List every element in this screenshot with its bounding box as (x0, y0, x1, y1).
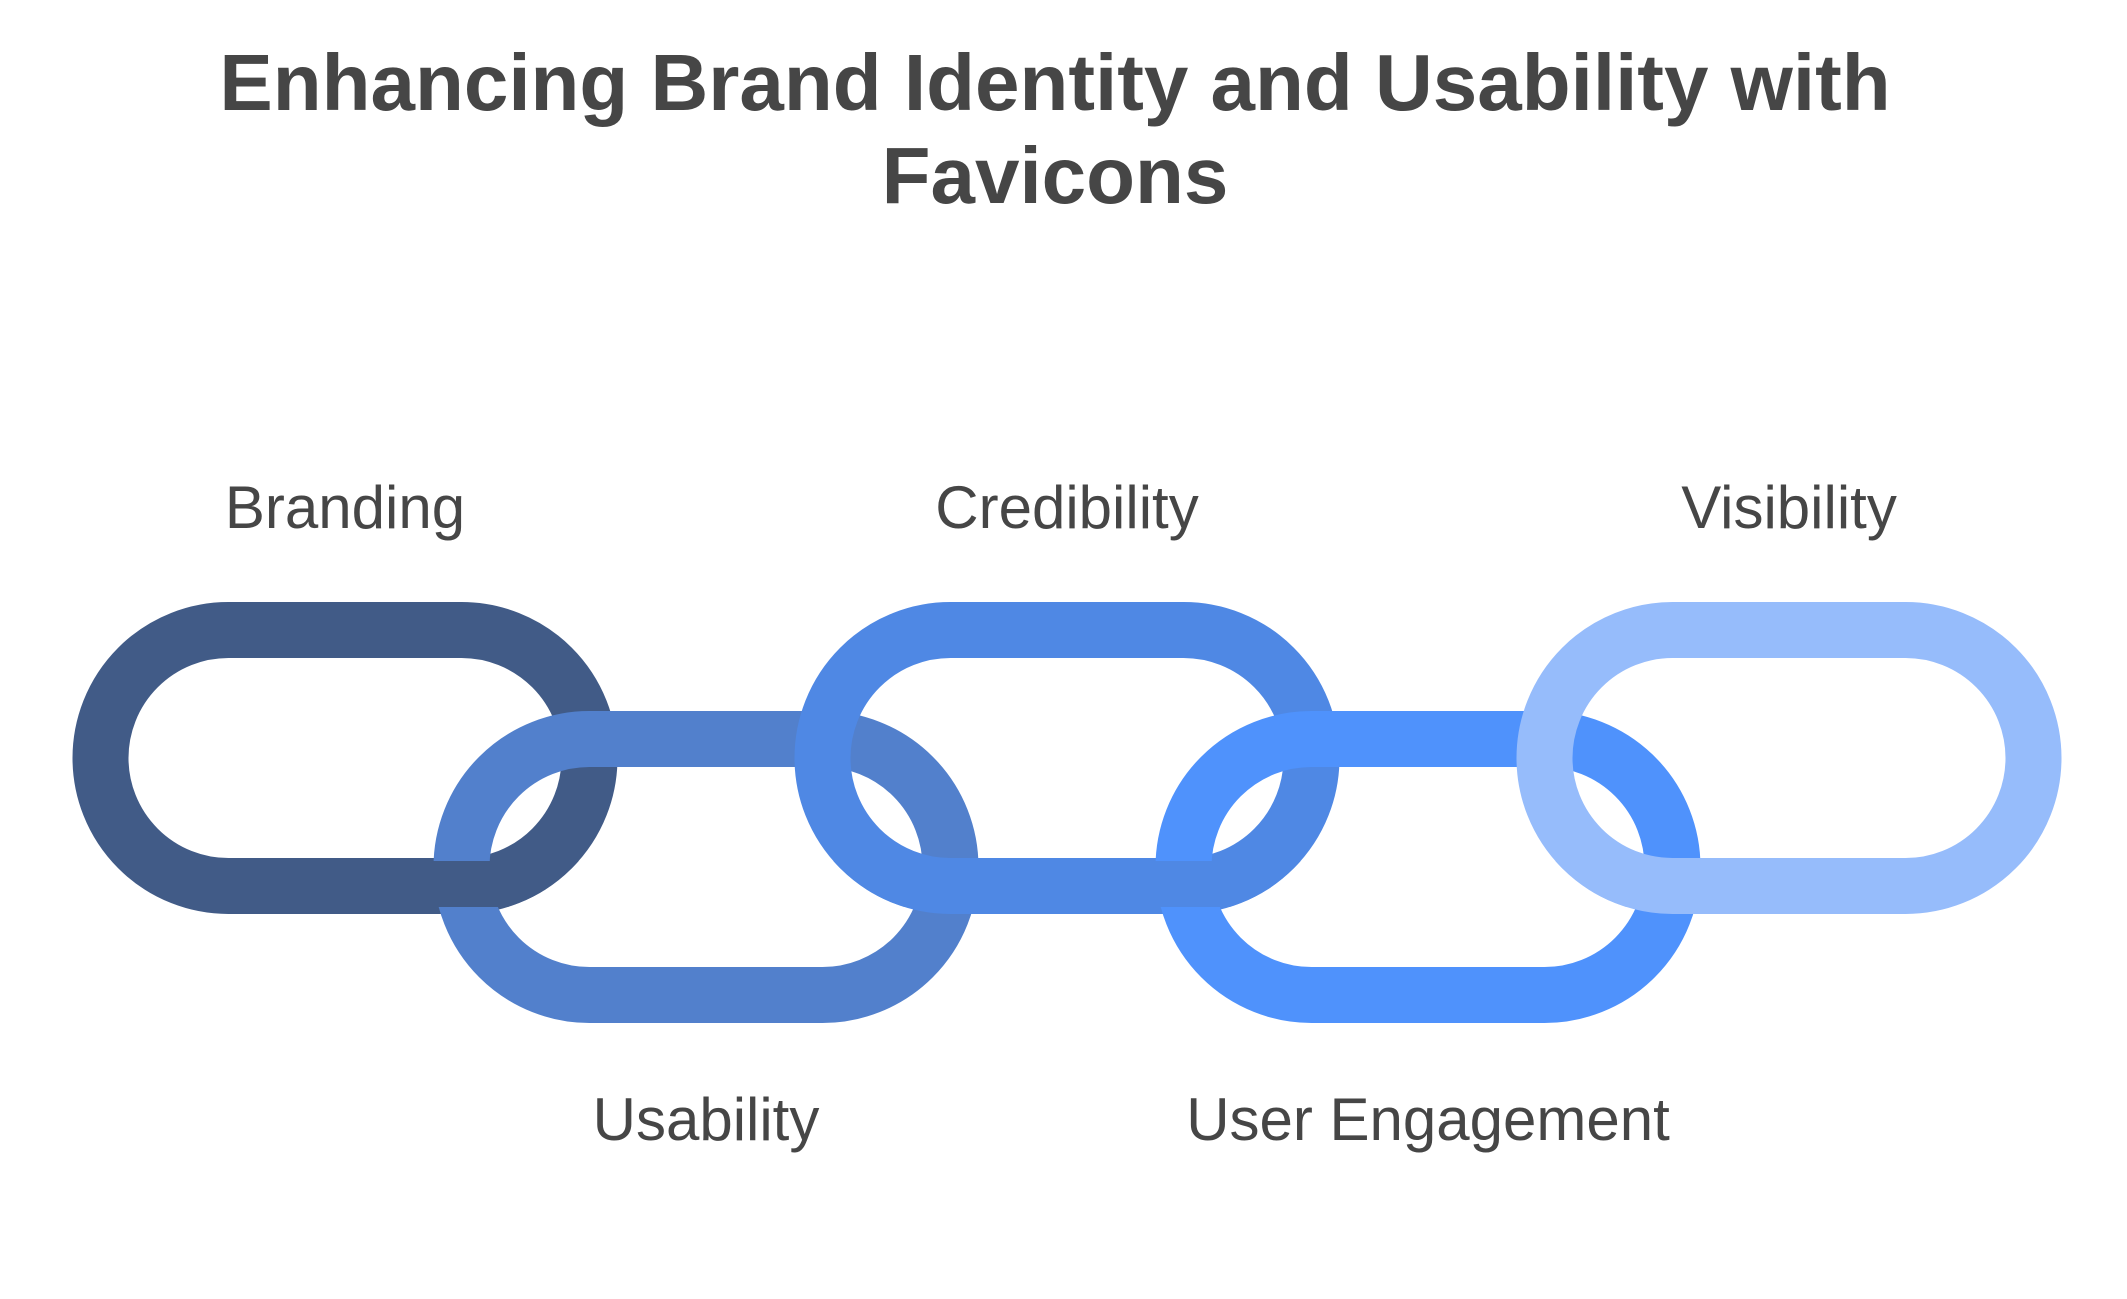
chain-label-branding: Branding (225, 474, 465, 541)
diagram-title-line-2: Favicons (882, 131, 1229, 220)
diagram-title-line-1: Enhancing Brand Identity and Usability w… (219, 38, 1890, 127)
chain-label-user-engagement: User Engagement (1186, 1086, 1670, 1153)
chain-label-credibility: Credibility (935, 474, 1198, 541)
chain-link-overlaps (405, 861, 1729, 907)
chain-link-visibility (1516, 602, 2062, 914)
chain-label-usability: Usability (593, 1086, 820, 1153)
chain-label-visibility: Visibility (1681, 474, 1897, 541)
chain-links (72, 602, 2062, 1023)
